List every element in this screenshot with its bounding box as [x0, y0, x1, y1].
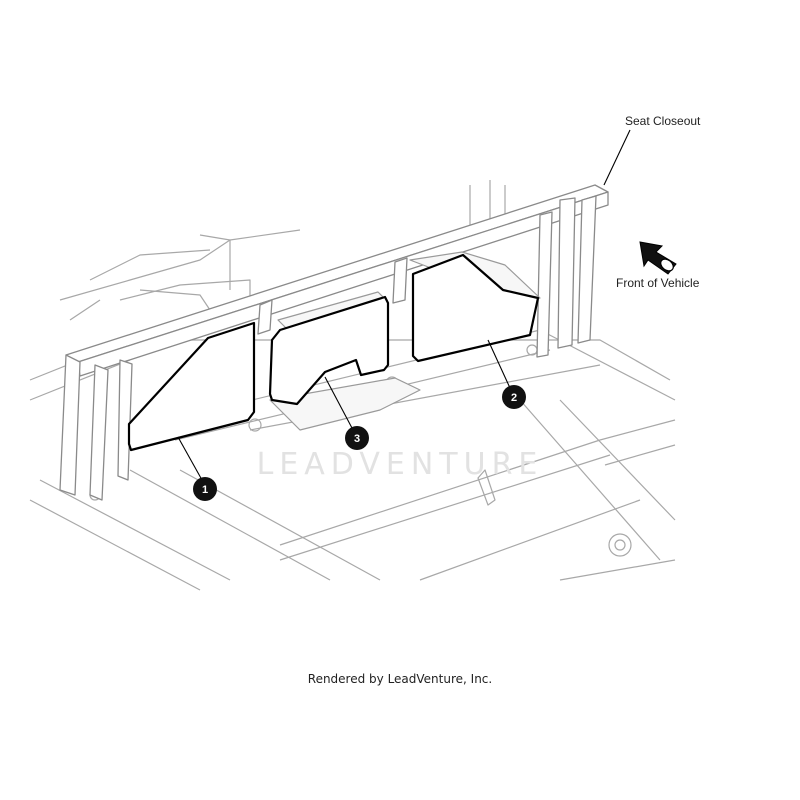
leader-line-3 — [324, 376, 353, 429]
leader-line-2 — [487, 339, 511, 389]
svg-text:1: 1 — [202, 484, 208, 496]
svg-text:3: 3 — [354, 433, 360, 445]
callout-marker-1: 1 — [193, 477, 217, 501]
callout-marker-2: 2 — [502, 385, 526, 409]
panel-2-right — [411, 253, 540, 363]
watermark-text: LEADVENTURE — [257, 447, 544, 482]
leader-line-seat-closeout — [603, 129, 631, 186]
leader-lines — [177, 129, 631, 481]
front-of-vehicle-label: Front of Vehicle — [616, 276, 700, 290]
render-credit: Rendered by LeadVenture, Inc. — [307, 672, 493, 686]
svg-text:2: 2 — [511, 392, 517, 404]
panel-1-left — [127, 321, 256, 452]
seat-closeout-frame — [59, 184, 609, 501]
leader-line-1 — [177, 436, 203, 481]
panel-3-center — [268, 295, 390, 406]
front-direction-arrow-icon — [639, 241, 677, 275]
callout-marker-3: 3 — [345, 426, 369, 450]
seat-closeout-label: Seat Closeout — [625, 114, 701, 128]
